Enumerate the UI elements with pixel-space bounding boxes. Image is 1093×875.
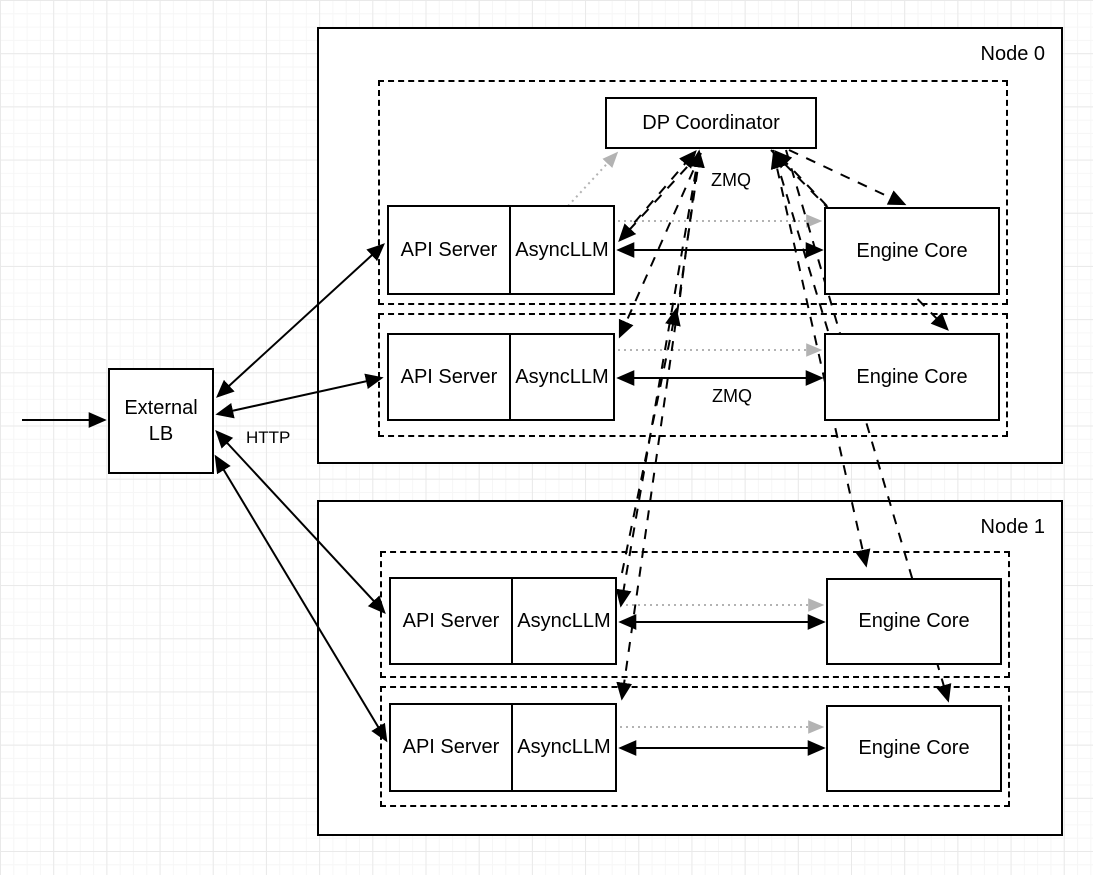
asyncllm-label-3: AsyncLLM — [517, 736, 611, 758]
engine-core-box-2: Engine Core — [826, 578, 1002, 665]
dp-coordinator-label: DP Coordinator — [642, 111, 780, 134]
external-lb-label-line2: LB — [148, 423, 174, 445]
dashed-coordinator-to-engine1 — [770, 149, 949, 331]
api-async-box-1: API Server AsyncLLM — [387, 333, 615, 421]
api-server-label-2: API Server — [391, 579, 513, 663]
engine-group-box-0 — [378, 80, 1008, 305]
engine-core-label-3: Engine Core — [858, 737, 970, 759]
engine-core-label-1: Engine Core — [856, 365, 968, 388]
dashed-coordinator-to-async0 — [618, 152, 701, 242]
dashed-coordinator-to-engine2 — [772, 149, 871, 568]
zmq-label-row2: ZMQ — [712, 386, 752, 406]
dp-coordinator-box: DP Coordinator — [605, 97, 817, 149]
dashed-coordinator-to-async3 — [616, 152, 701, 701]
dashed-arrows — [615, 149, 952, 703]
node-1-label: Node 1 — [980, 516, 1046, 538]
engine-core-label-2: Engine Core — [858, 610, 970, 632]
dashed-upward-to-coordinator — [679, 149, 705, 298]
dashed-coordinator-to-async2 — [615, 152, 700, 608]
solid-arrows — [22, 242, 826, 756]
external-lb-label-line1: External — [124, 397, 198, 419]
api-server-label-1: API Server — [389, 335, 511, 419]
dashed-engine1-to-coordinator — [770, 150, 829, 332]
api-server-label-3: API Server — [391, 705, 513, 790]
http-label: HTTP — [246, 428, 291, 447]
api-async-box-3: API Server AsyncLLM — [389, 703, 617, 792]
asyncllm-label-0: AsyncLLM — [515, 238, 609, 261]
arrow-lb-api-2 — [215, 430, 386, 614]
dashed-coordinator-to-engine0 — [788, 149, 907, 206]
api-async-box-2: API Server AsyncLLM — [389, 577, 617, 665]
arrow-lb-api-3 — [214, 454, 388, 743]
api-async-box-0: API Server AsyncLLM — [387, 205, 615, 295]
node-0-label: Node 0 — [980, 43, 1046, 65]
engine-core-label-0: Engine Core — [856, 239, 968, 262]
dashed-async0-to-coordinator — [621, 149, 697, 238]
engine-core-box-0: Engine Core — [824, 207, 1000, 295]
engine-core-box-3: Engine Core — [826, 705, 1002, 792]
dashed-coordinator-to-async1 — [618, 152, 702, 339]
engine-group-box-3 — [380, 686, 1010, 807]
external-lb-box: External LB — [108, 368, 214, 474]
arrow-lb-api-1 — [215, 373, 384, 419]
dashed-async2-upward — [621, 307, 681, 574]
dashed-engine0-to-coordinator — [774, 150, 828, 207]
dotted-async0-to-coordinator — [567, 151, 619, 207]
zmq-label-top: ZMQ — [711, 170, 751, 190]
asyncllm-label-1: AsyncLLM — [515, 365, 609, 388]
engine-core-box-1: Engine Core — [824, 333, 1000, 421]
asyncllm-label-2: AsyncLLM — [517, 609, 611, 632]
api-server-label-0: API Server — [389, 207, 511, 293]
arrow-lb-api-0 — [216, 243, 385, 398]
